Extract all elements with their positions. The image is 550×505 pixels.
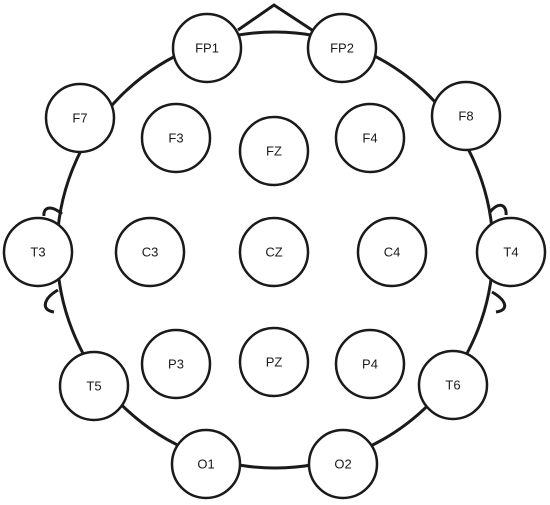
electrode-f3-circle: [140, 102, 212, 174]
electrode-t5-label: T5: [86, 379, 101, 394]
electrode-cz-circle: [238, 216, 310, 288]
electrode-t4-label: T4: [503, 245, 518, 260]
electrode-p4-circle: [334, 328, 406, 400]
electrode-cz-label: CZ: [265, 245, 282, 260]
electrode-fp1-circle: [171, 12, 243, 84]
electrode-f3-label: F3: [168, 131, 183, 146]
electrode-pz-circle: [238, 326, 310, 398]
electrode-t5-circle: [58, 350, 130, 422]
left-ear: [42, 206, 63, 314]
electrode-f7-label: F7: [72, 111, 87, 126]
electrode-c4-circle: [356, 216, 428, 288]
electrode-c4-label: C4: [384, 245, 401, 260]
electrode-f4: F4: [334, 102, 406, 174]
electrode-f4-label: F4: [362, 131, 377, 146]
electrode-o2: O2: [307, 428, 379, 500]
electrode-c4: C4: [356, 216, 428, 288]
electrode-f4-circle: [334, 102, 406, 174]
electrode-o2-circle: [307, 428, 379, 500]
electrode-c3-label: C3: [142, 245, 159, 260]
electrode-fp1-label: FP1: [195, 41, 219, 56]
electrode-o2-label: O2: [334, 457, 351, 472]
electrode-t5: T5: [58, 350, 130, 422]
electrode-t3-circle: [2, 216, 74, 288]
electrode-c3-circle: [114, 216, 186, 288]
right-ear: [488, 203, 508, 314]
electrode-f8-circle: [430, 80, 502, 152]
electrode-t3-label: T3: [30, 245, 45, 260]
electrode-pz: PZ: [238, 326, 310, 398]
electrode-t6-circle: [417, 349, 489, 421]
electrode-fp2-circle: [306, 12, 378, 84]
electrode-f7: F7: [44, 82, 116, 154]
electrode-cz: CZ: [238, 216, 310, 288]
electrode-pz-label: PZ: [266, 355, 283, 370]
electrode-fp2: FP2: [306, 12, 378, 84]
electrode-t3: T3: [2, 216, 74, 288]
electrode-fz-label: FZ: [266, 144, 282, 159]
electrode-o1: O1: [170, 428, 242, 500]
electrode-o1-circle: [170, 428, 242, 500]
nose: [237, 3, 313, 32]
electrode-f8: F8: [430, 80, 502, 152]
electrode-p3-circle: [140, 328, 212, 400]
electrode-p4-label: P4: [362, 357, 378, 372]
electrode-p3: P3: [140, 328, 212, 400]
electrode-f3: F3: [140, 102, 212, 174]
electrode-p4: P4: [334, 328, 406, 400]
electrode-fp2-label: FP2: [330, 41, 354, 56]
electrode-t6-label: T6: [445, 378, 460, 393]
electrode-t6: T6: [417, 349, 489, 421]
electrode-f8-label: F8: [458, 109, 473, 124]
electrode-f7-circle: [44, 82, 116, 154]
electrode-t4: T4: [475, 216, 547, 288]
electrode-fz-circle: [238, 115, 310, 187]
electrode-fz: FZ: [238, 115, 310, 187]
electrode-c3: C3: [114, 216, 186, 288]
electrode-o1-label: O1: [197, 457, 214, 472]
electrode-fp1: FP1: [171, 12, 243, 84]
electrode-p3-label: P3: [168, 357, 184, 372]
electrode-t4-circle: [475, 216, 547, 288]
